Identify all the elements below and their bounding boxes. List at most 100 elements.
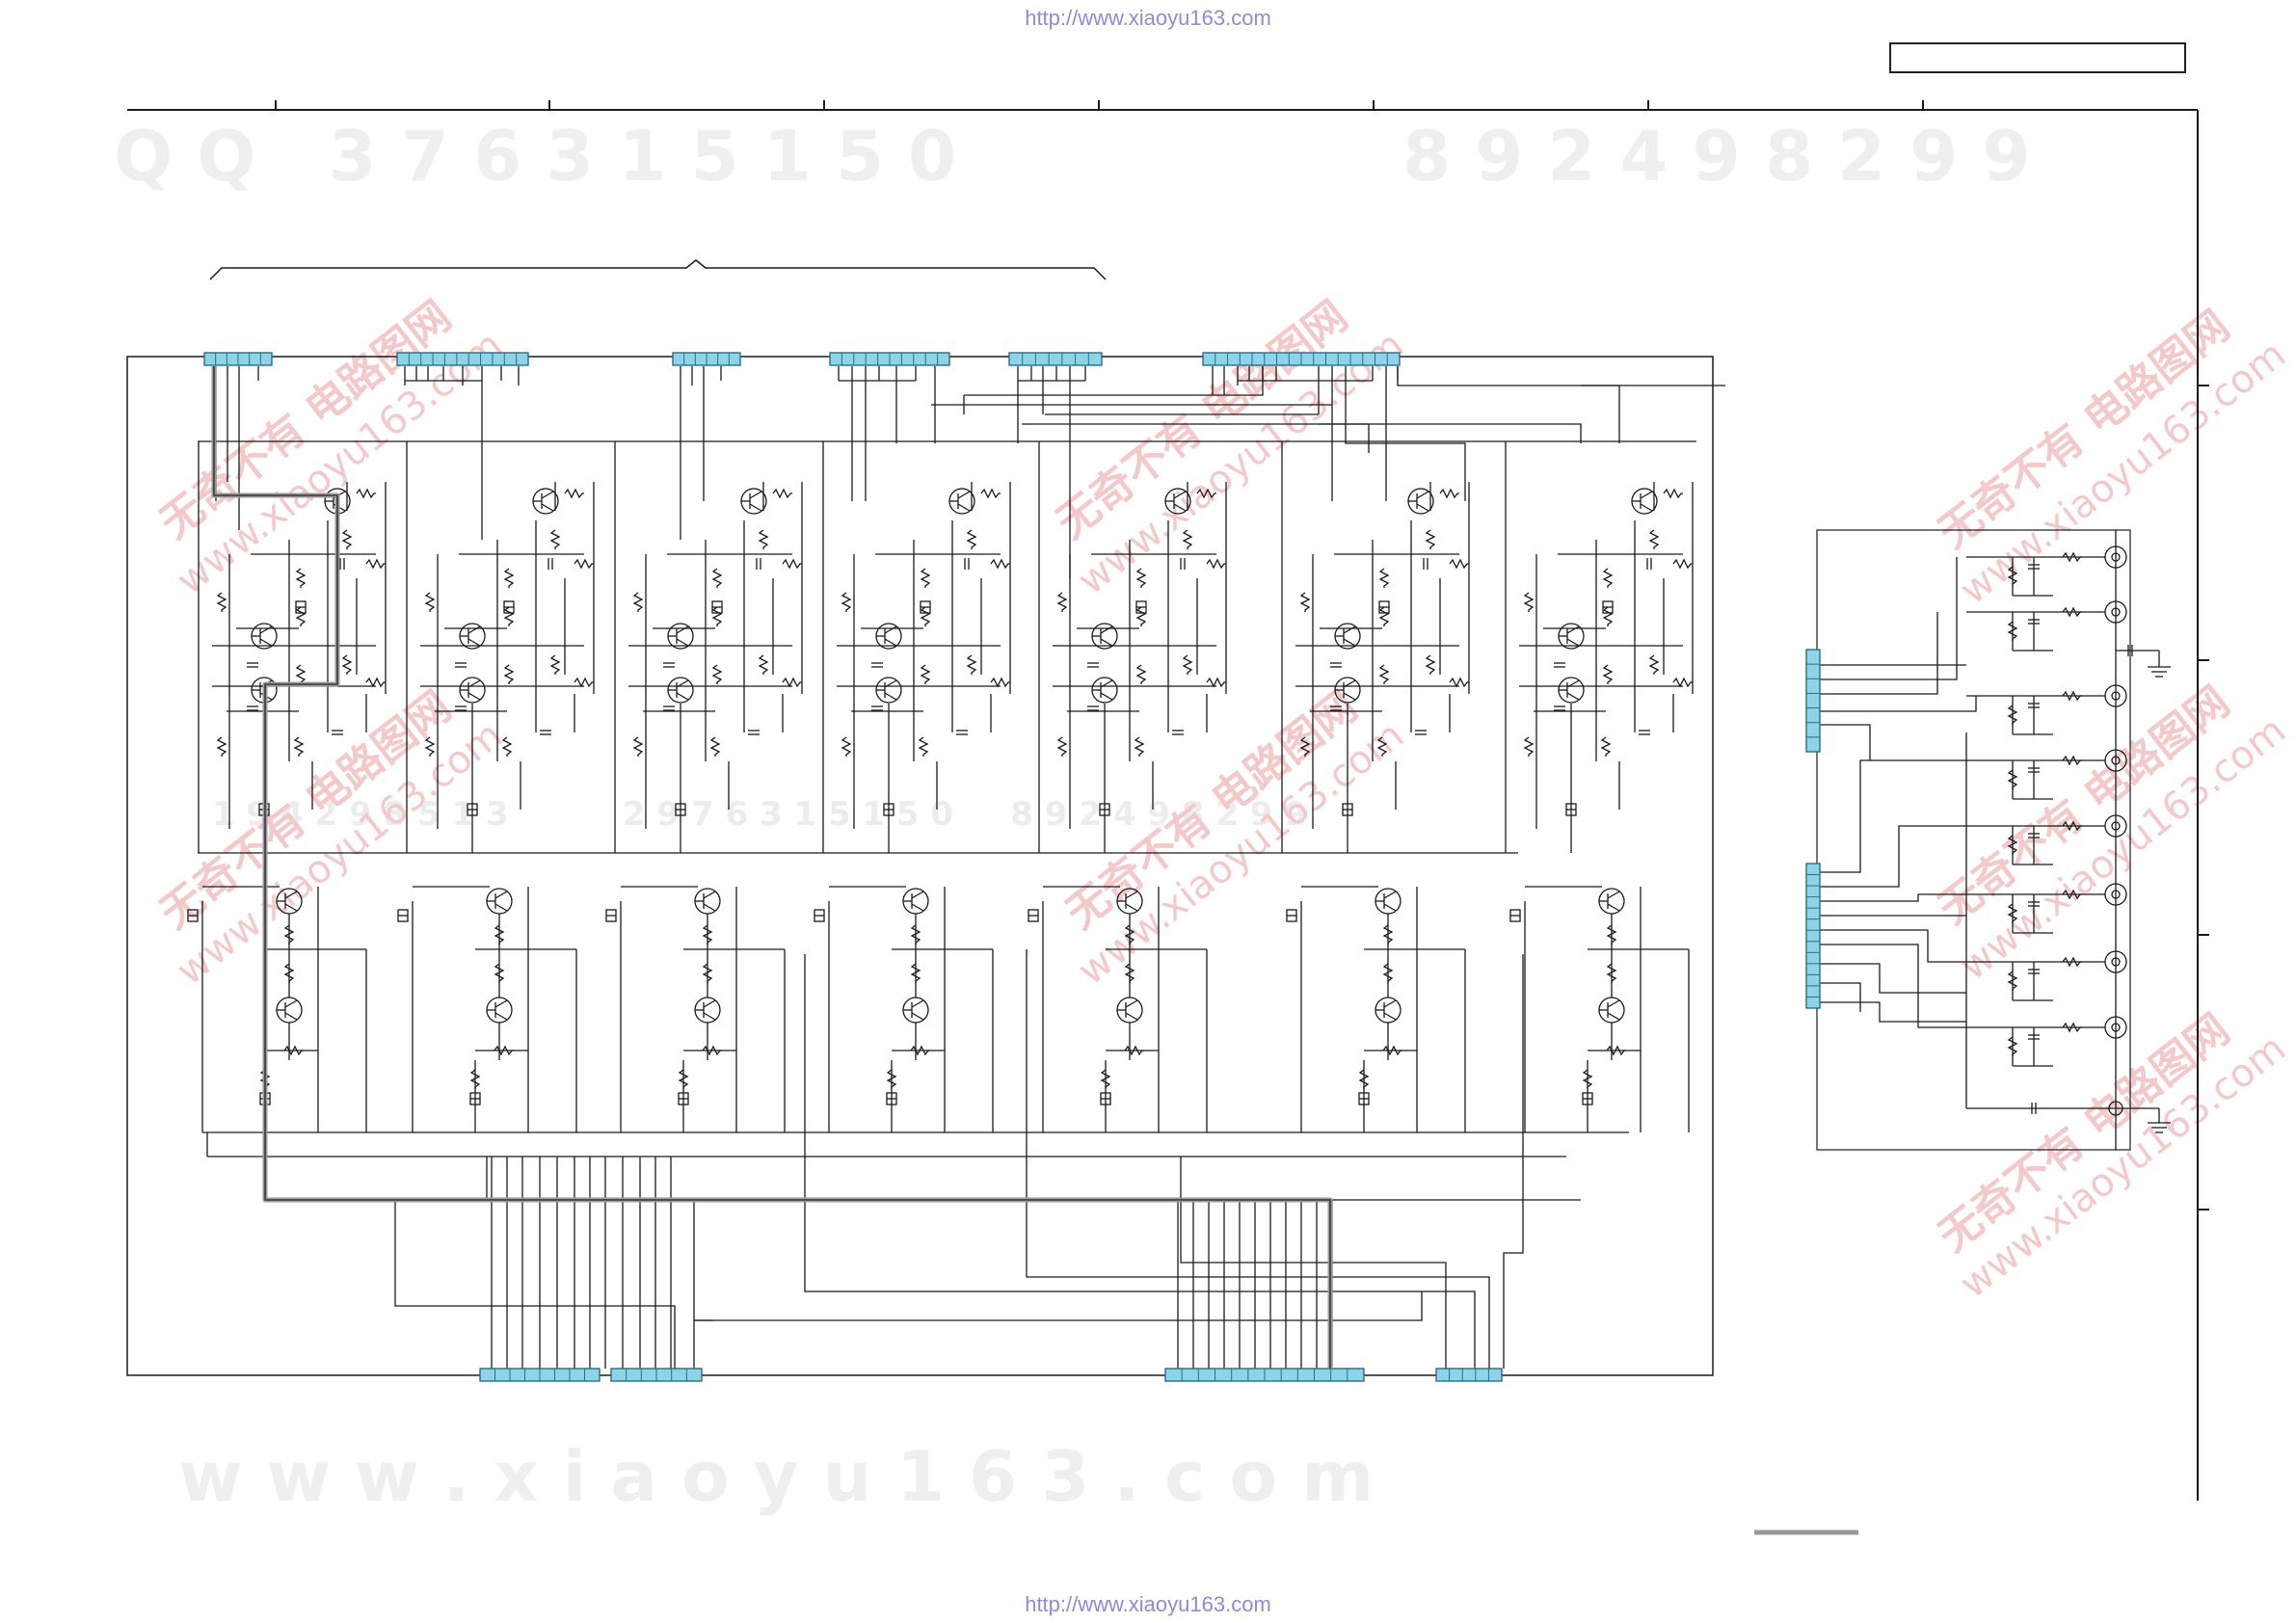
resistor (1648, 654, 1660, 675)
title-block-box (1889, 42, 2186, 73)
connector (203, 352, 273, 366)
resistor (702, 924, 713, 945)
resistor (1134, 736, 1145, 757)
wire (1820, 893, 1966, 902)
resistor (1358, 1069, 1370, 1089)
audio-jack-pin (2111, 890, 2121, 899)
connector (1435, 1368, 1503, 1382)
resistor (356, 488, 376, 499)
wire (1607, 891, 1620, 899)
wire (1100, 679, 1113, 688)
resistor (1100, 1069, 1111, 1089)
watermark-middle-digits: 1 9 4 2 9 8 5 1 3 2 9 7 6 3 1 5 1 5 0 8 … (212, 795, 1307, 834)
audio-jack (2104, 749, 2127, 772)
wire (1345, 381, 1466, 501)
resistor (2062, 820, 2082, 832)
wire (676, 638, 689, 647)
resistor (2062, 956, 2082, 968)
highlighted-signal-path (211, 366, 1333, 1369)
resistor (501, 736, 513, 757)
wire (1343, 638, 1356, 647)
resistor (1382, 924, 1394, 945)
resistor (2007, 566, 2018, 586)
wire (284, 999, 298, 1008)
resistor (1449, 558, 1469, 570)
audio-jack (2104, 545, 2127, 569)
wire (804, 954, 1476, 1369)
resistor (910, 1045, 930, 1056)
wire (1820, 1001, 1966, 1023)
audio-jack (2104, 600, 2127, 624)
resistor (632, 736, 644, 757)
wire (541, 503, 554, 512)
resistor (1425, 529, 1436, 549)
highlight-trace-outer (211, 366, 1333, 1369)
resistor (2007, 903, 2018, 923)
connector (1008, 352, 1103, 366)
resistor (1663, 488, 1683, 499)
wire (1100, 625, 1113, 634)
resistor (841, 736, 852, 757)
resistor (295, 664, 307, 684)
wire (1607, 903, 1620, 912)
resistor (782, 558, 802, 570)
source-url-bottom[interactable]: http://www.xiaoyu163.com (1025, 1592, 1271, 1616)
resistor (678, 1069, 689, 1089)
resistor (2062, 1022, 2082, 1033)
wire (1173, 503, 1187, 512)
resistor (1602, 664, 1614, 684)
watermark-site-address: w w w . x i a o y u 1 6 3 . c o m (178, 1436, 1375, 1517)
resistor (1602, 606, 1614, 626)
resistor (1439, 488, 1459, 499)
resistor (1582, 1069, 1593, 1089)
wire (964, 366, 1264, 396)
connector (1202, 352, 1401, 366)
resistor (283, 963, 295, 983)
wire (1503, 954, 1524, 1369)
wire (494, 999, 508, 1008)
wire (911, 891, 924, 899)
wire (1180, 1157, 1447, 1369)
resistor (2062, 755, 2082, 766)
resistor (2062, 551, 2082, 563)
resistor (1378, 568, 1390, 588)
audio-jack-pin (2111, 756, 2121, 765)
wire (467, 692, 481, 701)
resistor (2007, 971, 2018, 991)
wire (1397, 366, 1725, 386)
wire (693, 1200, 713, 1321)
resistor (2007, 1036, 2018, 1056)
wire (467, 625, 481, 634)
connector-body (1805, 863, 1821, 1009)
wire (1383, 891, 1397, 899)
wire (541, 491, 554, 499)
connector (829, 352, 950, 366)
resistor (494, 924, 505, 945)
resistor (990, 558, 1010, 570)
ground-terminal (2108, 1101, 2123, 1116)
resistor (1056, 592, 1068, 612)
wire (1640, 491, 1653, 499)
wire (911, 903, 924, 912)
resistor (632, 592, 644, 612)
wire (884, 692, 897, 701)
resistor (920, 606, 931, 626)
source-url-top[interactable]: http://www.xiaoyu163.com (1025, 6, 1271, 30)
wire (884, 679, 897, 688)
resistor (1135, 568, 1147, 588)
wire (1022, 423, 1370, 453)
resistor (1672, 558, 1693, 570)
wire (1125, 999, 1138, 1008)
audio-jack-pin (2111, 821, 2121, 831)
wire (703, 903, 716, 912)
resistor (549, 654, 561, 675)
resistor (293, 736, 305, 757)
sheet-frame (126, 100, 2209, 1535)
resistor (711, 664, 723, 684)
wire (694, 1291, 1423, 1321)
resistor (1299, 736, 1311, 757)
audio-jack (2104, 1016, 2127, 1039)
watermark-phone-number: 8 9 2 4 9 8 2 9 9 (1402, 116, 2031, 197)
resistor (503, 664, 515, 684)
